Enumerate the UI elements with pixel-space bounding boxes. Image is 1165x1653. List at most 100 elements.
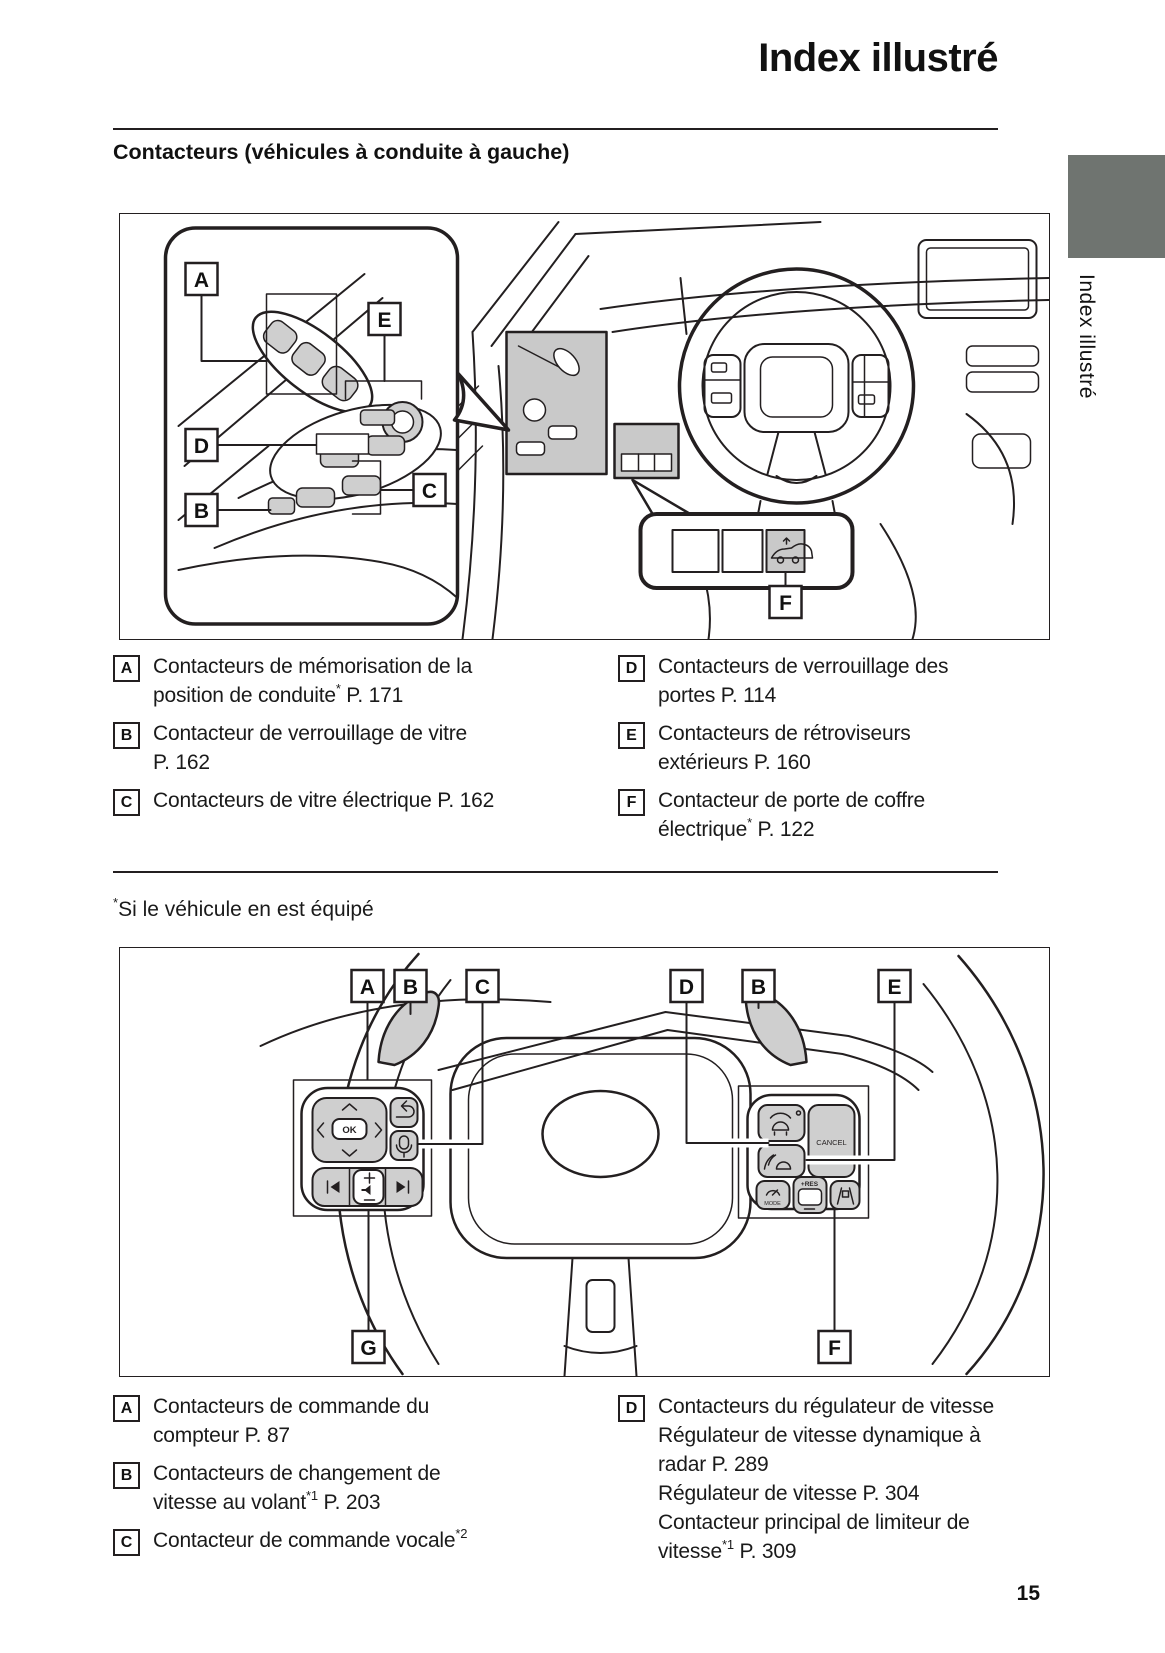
footnote-marker: *1 <box>721 1537 734 1552</box>
legend-key-box: A <box>113 655 140 682</box>
next-track-icon <box>396 1180 410 1194</box>
callout-b: B <box>184 492 219 528</box>
mirror-select-switch <box>359 409 396 426</box>
speaker-icon <box>361 1185 371 1195</box>
svg-text:F: F <box>779 592 792 615</box>
radar-cruise-button <box>757 1104 806 1142</box>
lane-keeping-icon <box>836 1187 855 1205</box>
steering-wheel <box>677 267 916 564</box>
previous-track-icon <box>326 1180 340 1194</box>
legend-key-box: F <box>618 789 645 816</box>
car-distance-icon <box>763 1154 792 1170</box>
chevron-right-icon <box>374 1122 383 1138</box>
callout-a: A <box>184 261 219 297</box>
steering-wheel-illustration: OK <box>259 952 1045 1376</box>
footnote-text: Si le véhicule en est équipé <box>118 898 374 921</box>
svg-text:CANCEL: CANCEL <box>816 1138 846 1147</box>
legend-key-box: B <box>113 722 140 749</box>
door-switch-panel-highlight <box>505 330 608 476</box>
chevron-down-icon <box>341 1149 358 1157</box>
section-heading: Contacteurs (véhicules à conduite à gauc… <box>113 140 570 164</box>
gauge-icon <box>765 1189 781 1196</box>
footnote-marker: * <box>335 681 341 696</box>
wheel-hub <box>449 1036 752 1376</box>
svg-text:B: B <box>403 976 418 999</box>
figure2-leaders <box>366 1001 899 1332</box>
cruise-control-cluster: CANCEL MODE +RES <box>737 1085 870 1219</box>
svg-text:C: C <box>475 976 490 999</box>
trunk-switch-button <box>765 529 806 573</box>
svg-text:A: A <box>360 976 375 999</box>
legend-key-box: D <box>618 655 645 682</box>
sidebar-section-label: Index illustré <box>1075 274 1098 399</box>
microphone-icon <box>395 1135 413 1158</box>
chevron-left-icon <box>316 1122 325 1138</box>
trunk-switch-inset <box>631 478 855 590</box>
legend-key-box: E <box>618 722 645 749</box>
svg-text:B: B <box>751 976 766 999</box>
callout-d: D <box>184 427 219 463</box>
callout-f: F <box>768 584 803 620</box>
callout-b-left: B <box>393 968 428 1004</box>
callout-c: C <box>412 472 447 508</box>
legend-key-box: D <box>618 1395 645 1422</box>
footnote-marker: * <box>747 815 752 830</box>
svg-text:A: A <box>194 269 209 292</box>
svg-text:MODE: MODE <box>764 1201 781 1207</box>
callout-a: A <box>350 968 385 1004</box>
svg-text:E: E <box>887 976 901 999</box>
legend-text: Contacteur de commande vocale*2 <box>153 1526 468 1552</box>
legend-key-box: C <box>113 1529 140 1556</box>
meter-control-cluster: OK <box>292 1079 433 1217</box>
page-number: 15 <box>1016 1582 1040 1605</box>
figure-door-switches: A E D B C <box>119 213 1050 640</box>
callout-b-right: B <box>741 968 776 1004</box>
footnote-marker: *1 <box>306 1488 318 1503</box>
callout-f: F <box>817 1329 852 1365</box>
svg-text:OK: OK <box>342 1125 356 1136</box>
svg-text:D: D <box>679 976 694 999</box>
legend-key-box: C <box>113 789 140 816</box>
window-switch <box>365 435 406 456</box>
callout-e: E <box>367 301 402 337</box>
chevron-up-icon <box>341 1103 358 1111</box>
figure-steering-wheel-switches: OK <box>119 947 1050 1377</box>
svg-text:F: F <box>828 1337 841 1360</box>
callout-g: G <box>351 1329 386 1365</box>
svg-text:G: G <box>360 1337 376 1360</box>
back-arrow-icon <box>395 1100 415 1118</box>
wheel-rim-lines <box>259 952 1045 1376</box>
back-button <box>389 1097 419 1128</box>
legend-key-box: A <box>113 1395 140 1422</box>
trunk-car-icon <box>770 537 814 564</box>
window-switch <box>295 487 336 508</box>
radar-cruise-icon <box>769 1110 802 1136</box>
figure2-callouts: A B C D B <box>350 968 912 1365</box>
following-distance-button <box>757 1144 806 1178</box>
ok-button <box>331 1118 368 1140</box>
svg-text:B: B <box>194 500 209 523</box>
cluster-bracket <box>737 1085 870 1219</box>
footnote-marker: * <box>113 895 119 910</box>
inset-pointer-arrow <box>452 372 511 432</box>
lane-assist-button <box>829 1180 861 1210</box>
svg-text:+RES: +RES <box>801 1181 819 1188</box>
section-divider <box>113 871 998 873</box>
callout-d: D <box>669 968 704 1004</box>
callout-c: C <box>465 968 500 1004</box>
page-title: Index illustré <box>758 36 998 80</box>
